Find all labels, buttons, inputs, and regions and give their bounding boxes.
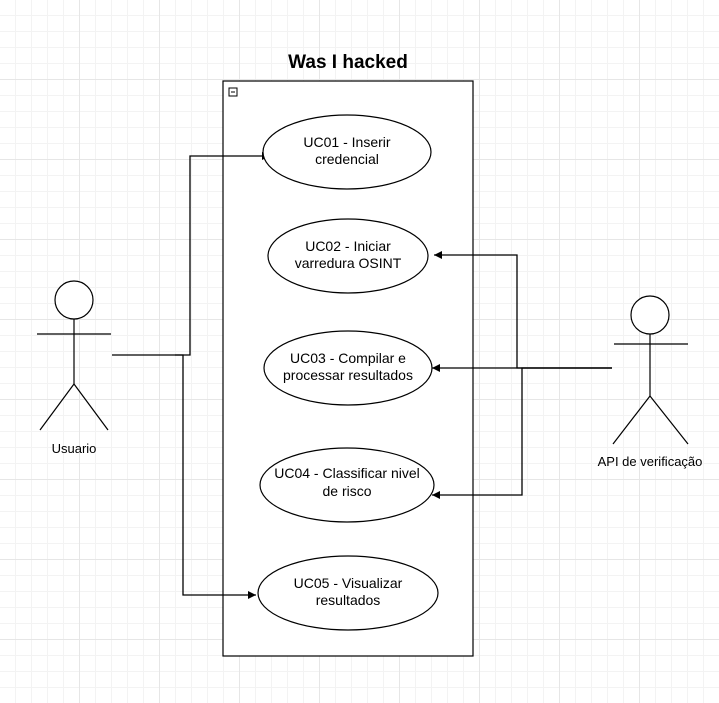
use-case-uc05[interactable]: UC05 - Visualizar resultados [257, 555, 439, 631]
actor-api-verificacao[interactable]: API de verificação [598, 295, 703, 469]
use-case-uc01[interactable]: UC01 - Inserir credencial [262, 114, 432, 190]
use-case-label: processar resultados [283, 367, 413, 383]
use-case-uc04[interactable]: UC04 - Classificar nivel de risco [259, 447, 435, 523]
use-case-label: resultados [316, 592, 381, 608]
use-case-label: UC05 - Visualizar [294, 575, 403, 591]
actor-label: Usuario [52, 441, 97, 456]
use-case-label: credencial [315, 151, 379, 167]
use-case-uc02[interactable]: UC02 - Iniciar varredura OSINT [267, 218, 429, 294]
actor-usuario[interactable]: Usuario [37, 280, 111, 456]
association-api-uc04[interactable] [432, 367, 612, 499]
use-case-label: UC01 - Inserir [303, 134, 390, 150]
association-usuario-uc05[interactable] [175, 354, 256, 599]
use-case-label: UC04 - Classificar nivel [274, 465, 419, 481]
system-title: Was I hacked [288, 52, 408, 73]
use-case-label: UC03 - Compilar e [290, 350, 406, 366]
use-case-label: UC02 - Iniciar [305, 238, 391, 254]
minus-box-icon[interactable] [228, 87, 238, 97]
actor-label: API de verificação [598, 454, 703, 469]
use-case-label: varredura OSINT [295, 255, 402, 271]
use-case-label: de risco [322, 483, 371, 499]
use-case-uc03[interactable]: UC03 - Compilar e processar resultados [263, 330, 433, 406]
association-usuario-uc01[interactable] [112, 152, 270, 356]
